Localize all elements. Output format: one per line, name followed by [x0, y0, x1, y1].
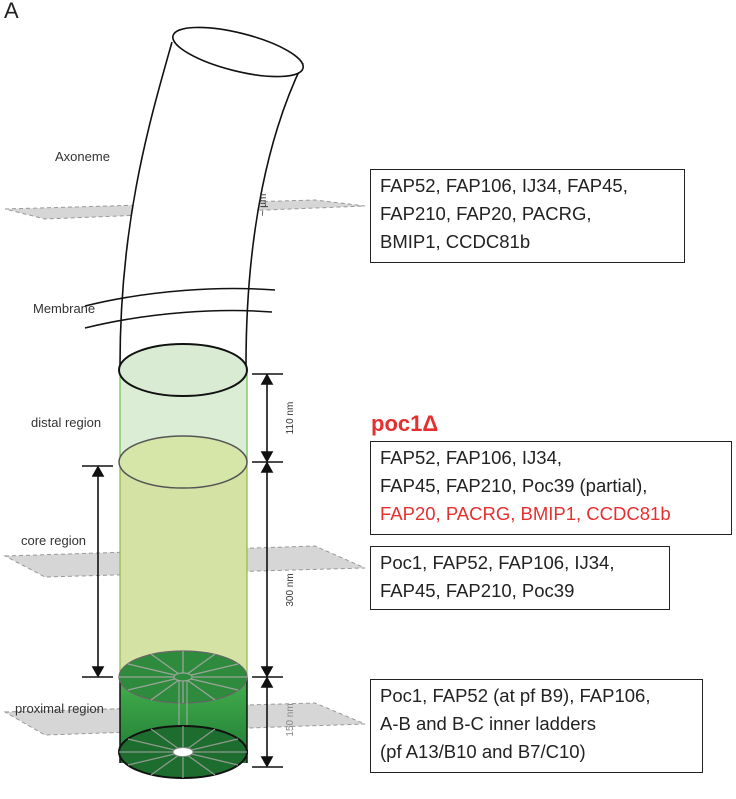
mutant-title: poc1Δ — [371, 411, 439, 436]
cartwheel-hub — [172, 747, 194, 757]
membrane-line-lower — [84, 309, 273, 329]
label-300nm: 300 nm — [285, 573, 296, 606]
core-length-arrow — [82, 465, 113, 678]
mutant-protein-box: FAP52, FAP106, IJ34, FAP45, FAP210, Poc3… — [370, 441, 732, 535]
dimension-300nm — [252, 461, 283, 678]
distal-top-ellipse — [118, 343, 248, 397]
core-protein-line: Poc1, FAP52, FAP106, IJ34, — [380, 552, 615, 573]
label-membrane: Membrane — [33, 301, 96, 316]
core-protein-line: FAP45, FAP210, Poc39 — [380, 580, 575, 601]
axoneme-protein-line: FAP52, FAP106, IJ34, FAP45, — [380, 175, 628, 196]
label-axoneme: Axoneme — [55, 149, 110, 164]
dimension-110nm — [252, 373, 283, 463]
axoneme-tip — [172, 26, 304, 78]
label-um: ~ µm — [258, 194, 269, 217]
label-core-region: core region — [21, 533, 87, 548]
mutant-protein-line: FAP52, FAP106, IJ34, — [380, 447, 563, 468]
proximal-protein-line: A-B and B-C inner ladders — [380, 713, 596, 734]
proximal-protein-box: Poc1, FAP52 (at pf B9), FAP106, A-B and … — [370, 679, 703, 773]
dimension-150nm — [252, 676, 283, 768]
proximal-protein-line: Poc1, FAP52 (at pf B9), FAP106, — [380, 685, 651, 706]
label-proximal-region: proximal region — [15, 701, 104, 716]
core-region-body — [120, 462, 247, 677]
label-110nm: 110 nm — [285, 402, 296, 435]
axoneme-protein-line: FAP210, FAP20, PACRG, — [380, 203, 592, 224]
mutant-protein-line: FAP45, FAP210, Poc39 (partial), — [380, 475, 648, 496]
core-protein-box: Poc1, FAP52, FAP106, IJ34, FAP45, FAP210… — [370, 546, 670, 610]
label-distal-region: distal region — [31, 415, 102, 430]
panel-label: A — [4, 0, 19, 23]
proximal-protein-line: (pf A13/B10 and B7/C10) — [380, 741, 586, 762]
core-top-ellipse — [118, 435, 248, 489]
axoneme-protein-line: BMIP1, CCDC81b — [380, 231, 531, 252]
axoneme-protein-box: FAP52, FAP106, IJ34, FAP45, FAP210, FAP2… — [370, 169, 685, 263]
membrane-line-upper — [84, 287, 276, 307]
mutant-missing-proteins: FAP20, PACRG, BMIP1, CCDC81b — [380, 503, 671, 524]
label-150nm: 150 nm — [285, 703, 296, 736]
